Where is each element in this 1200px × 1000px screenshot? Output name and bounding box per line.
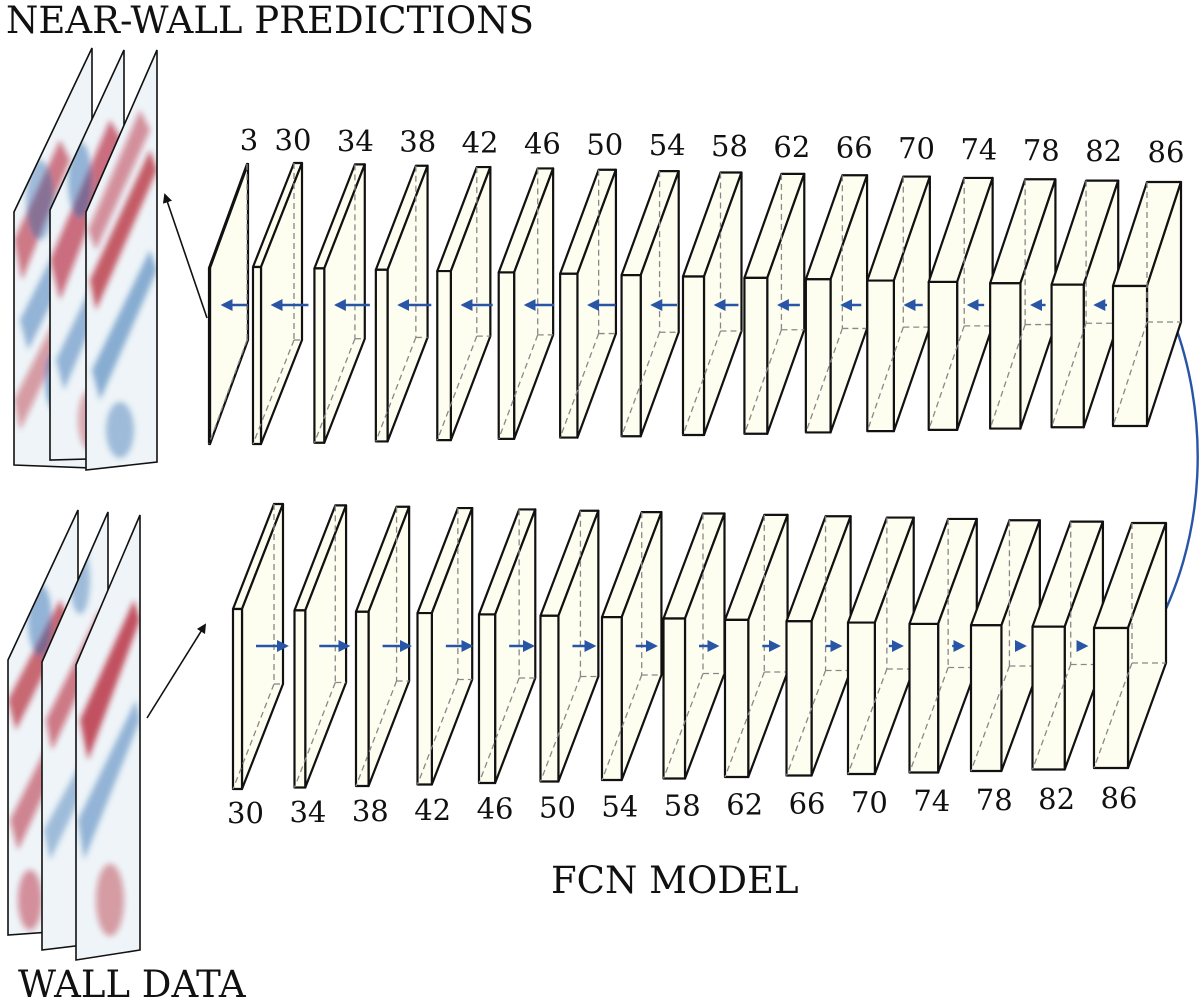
prediction-plane-3 bbox=[85, 49, 158, 471]
wall-data-planes bbox=[7, 509, 141, 961]
encoder-channel-label: 62 bbox=[726, 787, 763, 821]
encoder-channel-label: 78 bbox=[976, 783, 1013, 817]
input-connector-arrow bbox=[146, 623, 207, 719]
decoder-channel-label: 58 bbox=[711, 129, 748, 163]
decoder-layer bbox=[989, 178, 1057, 430]
encoder-layer bbox=[846, 516, 915, 776]
decoder-channel-label: 42 bbox=[462, 126, 499, 160]
encoder-layer bbox=[908, 517, 978, 774]
encoder-channel-label: 42 bbox=[414, 793, 451, 827]
decoder-channel-label: 46 bbox=[524, 126, 561, 160]
encoder-channel-label: 58 bbox=[664, 789, 701, 823]
encoder-channel-label: 74 bbox=[913, 784, 950, 818]
decoder-channel-label: 70 bbox=[898, 132, 935, 166]
decoder-channel-label: 54 bbox=[649, 128, 686, 162]
encoder-layers bbox=[231, 502, 1168, 791]
decoder-channel-label: 86 bbox=[1148, 135, 1185, 169]
decoder-channel-label: 74 bbox=[960, 132, 997, 166]
encoder-channel-label: 70 bbox=[851, 785, 888, 819]
wall-plane-3 bbox=[75, 514, 141, 961]
decoder-layer bbox=[743, 172, 806, 435]
decoder-channel-label: 82 bbox=[1085, 134, 1122, 168]
decoder-layer bbox=[313, 163, 366, 444]
decoder-channel-label: 30 bbox=[275, 123, 312, 157]
decoder-channel-label: 50 bbox=[586, 127, 623, 161]
decoder-channel-label: 66 bbox=[836, 131, 873, 165]
decoder-layer bbox=[620, 170, 680, 438]
encoder-channel-label: 54 bbox=[601, 790, 638, 824]
encoder-channel-label: 38 bbox=[352, 794, 389, 828]
wall-data-title: WALL DATA bbox=[18, 963, 247, 1000]
decoder-labels: 3 30 34 38 42 46 50 54 58 62 66 70 74 78 82 86 bbox=[240, 123, 1185, 169]
encoder-layer bbox=[785, 515, 852, 777]
encoder-channel-label: 86 bbox=[1101, 781, 1138, 815]
encoder-channel-label: 50 bbox=[539, 791, 576, 825]
decoder-layer bbox=[559, 168, 618, 439]
decoder-channel-label: 38 bbox=[399, 125, 436, 159]
fcn-model-label: FCN MODEL bbox=[551, 859, 799, 902]
decoder-channel-label: 78 bbox=[1023, 133, 1060, 167]
decoder-channel-label: 34 bbox=[337, 124, 374, 158]
encoder-channel-label: 66 bbox=[789, 786, 826, 820]
encoder-channel-label: 30 bbox=[227, 796, 264, 830]
encoder-channel-label: 34 bbox=[289, 795, 326, 829]
near-wall-prediction-planes bbox=[13, 47, 158, 471]
encoder-layer bbox=[1092, 521, 1168, 770]
decoder-channel-label: 3 bbox=[240, 123, 258, 157]
decoder-layer bbox=[1111, 180, 1183, 428]
encoder-layer bbox=[1031, 520, 1105, 771]
decoder-layer bbox=[681, 171, 743, 437]
encoder-labels: 30 34 38 42 46 50 54 58 62 66 70 74 78 82 86 bbox=[227, 781, 1137, 830]
decoder-layer bbox=[374, 164, 429, 443]
decoder-channel-label: 62 bbox=[773, 130, 810, 164]
encoder-channel-label: 46 bbox=[477, 792, 514, 826]
near-wall-predictions-title: NEAR-WALL PREDICTIONS bbox=[6, 0, 534, 42]
decoder-layer bbox=[436, 165, 492, 442]
decoder-layers bbox=[207, 161, 1183, 446]
decoder-layer bbox=[497, 167, 555, 440]
bottleneck-curve-arrow bbox=[1146, 309, 1199, 644]
output-connector-arrow bbox=[162, 193, 208, 319]
decoder-layer bbox=[251, 161, 304, 446]
encoder-channel-label: 82 bbox=[1038, 782, 1075, 816]
decoder-layer bbox=[1050, 179, 1120, 429]
encoder-layer bbox=[969, 519, 1041, 773]
